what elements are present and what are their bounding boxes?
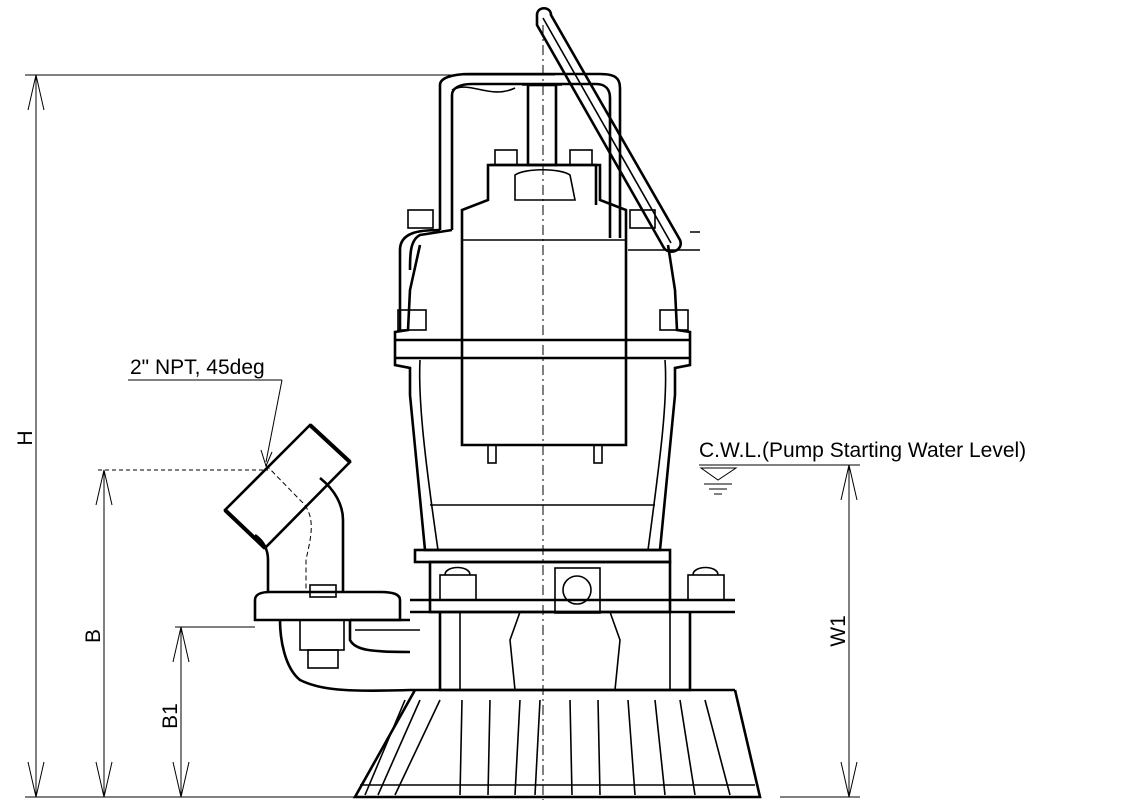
dimension-b1: B1 <box>159 626 255 798</box>
bolt-icon <box>687 574 725 601</box>
outlet-spec-annotation: 2" NPT, 45deg <box>128 356 283 468</box>
pump-casing <box>410 611 735 692</box>
drain-plug <box>554 567 601 614</box>
bolt-icon <box>397 309 427 331</box>
bolt-icon <box>629 209 656 229</box>
motor-housing <box>393 231 700 552</box>
discharge-outlet <box>223 423 420 692</box>
strainer-stand <box>352 689 762 799</box>
dim-h-label: H <box>14 430 37 445</box>
cable-guard <box>398 72 622 330</box>
dimension-b: B <box>82 469 268 798</box>
bolt-icon <box>659 309 689 331</box>
handle <box>522 6 682 253</box>
bolt-icon <box>494 149 518 166</box>
dimension-w1: W1 <box>785 464 860 798</box>
middle-flange <box>410 548 735 614</box>
cwl-annotation: C.W.L.(Pump Starting Water Level) <box>699 439 1026 495</box>
drain-plug-icon <box>562 575 592 605</box>
dim-b-label: B <box>82 629 105 643</box>
bolt-icon <box>299 619 345 651</box>
outlet-spec-label: 2" NPT, 45deg <box>130 356 265 379</box>
cwl-label: C.W.L.(Pump Starting Water Level) <box>699 439 1026 462</box>
bolt-icon <box>309 584 337 598</box>
bolt-icon <box>407 209 434 229</box>
dim-w1-label: W1 <box>827 615 850 647</box>
bolt-icon <box>439 574 477 601</box>
pump-body <box>223 6 762 800</box>
bolt-icon <box>307 649 339 669</box>
water-level-icon <box>699 467 738 495</box>
motor-cap <box>407 149 656 464</box>
dim-b1-label: B1 <box>159 703 182 729</box>
bolt-icon <box>569 149 593 166</box>
